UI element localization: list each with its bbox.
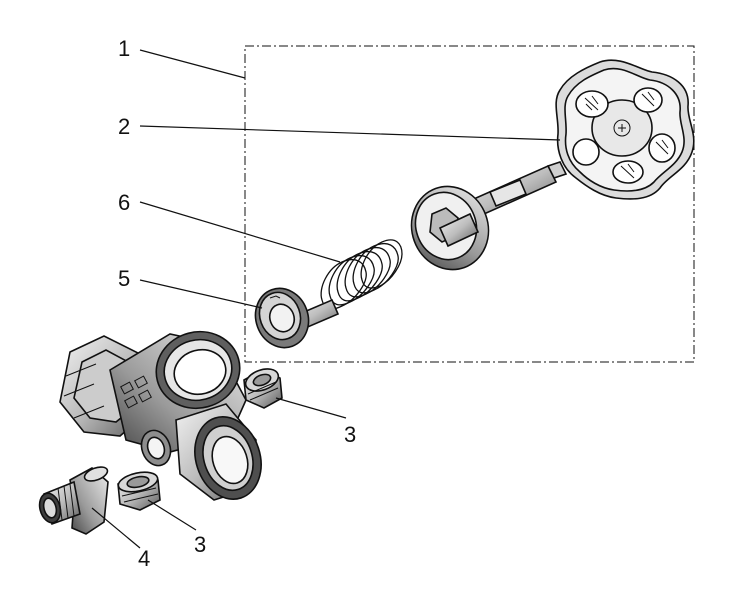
handwheel-spokes	[572, 87, 676, 184]
elbow-fitting	[38, 466, 109, 535]
leader-5	[139, 279, 263, 309]
leader-lines	[91, 49, 561, 549]
callout-4: 4	[138, 546, 150, 571]
leader-2	[139, 125, 561, 141]
leader-6	[139, 201, 341, 263]
leader-3a	[275, 397, 347, 419]
valve-body	[59, 330, 262, 501]
leader-1	[139, 49, 246, 79]
body-marking	[120, 375, 152, 409]
plug-upper	[243, 368, 283, 409]
assembly-boundary	[244, 45, 695, 363]
callout-1: 1	[118, 36, 130, 61]
spring	[320, 239, 403, 310]
callout-2: 2	[118, 114, 130, 139]
valve-stem	[410, 164, 558, 271]
handwheel	[546, 59, 695, 200]
callout-3-upper: 3	[344, 422, 356, 447]
valve-disc	[254, 287, 340, 349]
leader-4	[91, 507, 141, 549]
callout-5: 5	[118, 266, 130, 291]
callout-6: 6	[118, 190, 130, 215]
callout-3-lower: 3	[194, 532, 206, 557]
leader-3b	[147, 499, 197, 531]
